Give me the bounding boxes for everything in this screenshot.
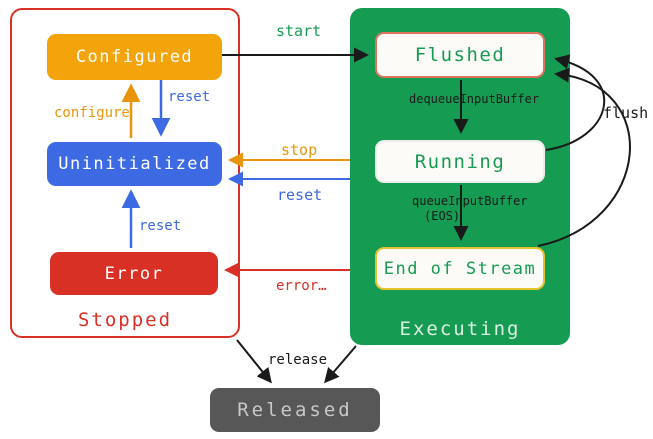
arrow-release-from-executing: [324, 345, 357, 384]
executing-group-label: Executing: [399, 318, 521, 340]
state-uninitialized: Uninitialized: [47, 142, 222, 186]
state-flushed: Flushed: [375, 32, 545, 78]
edge-label-stop: stop: [281, 141, 318, 159]
stopped-group-label: Stopped: [77, 309, 173, 331]
stopped-group: Configured Uninitialized Error Stopped: [10, 8, 240, 338]
edge-label-error: error…: [276, 278, 327, 294]
state-released: Released: [210, 388, 380, 432]
edge-label-reset-executing: reset: [277, 186, 323, 204]
edge-label-dequeue-input-buffer: dequeueInputBuffer: [409, 92, 540, 106]
edge-label-queue-input-buffer: queueInputBuffer: [412, 194, 528, 208]
edge-label-flush: flush: [603, 104, 649, 122]
state-end-of-stream: End of Stream: [375, 247, 545, 290]
edge-label-configure: configure: [54, 105, 130, 121]
edge-label-queue-input-buffer-eos: (EOS): [424, 209, 461, 223]
edge-label-reset-configured: reset: [168, 89, 211, 105]
edge-label-start: start: [276, 22, 322, 40]
state-configured: Configured: [47, 34, 222, 80]
executing-group: Flushed Running End of Stream Executing: [350, 8, 570, 345]
edge-label-reset-error: reset: [139, 218, 182, 234]
arrow-release-from-stopped: [236, 339, 272, 384]
state-error: Error: [50, 252, 218, 295]
edge-label-release: release: [268, 352, 328, 368]
state-running: Running: [375, 140, 545, 183]
